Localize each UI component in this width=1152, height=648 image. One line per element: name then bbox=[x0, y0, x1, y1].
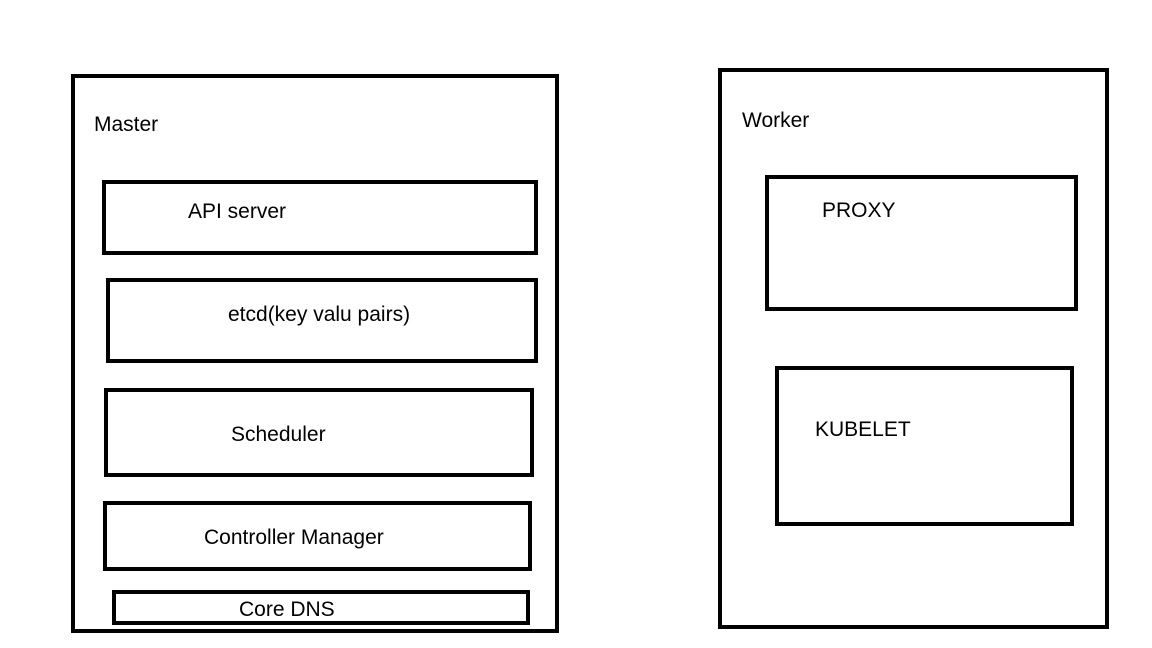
api-server-box bbox=[102, 180, 538, 255]
worker-node-title: Worker bbox=[742, 109, 810, 132]
proxy-box bbox=[765, 175, 1078, 311]
core-dns-box bbox=[112, 590, 530, 625]
kubelet-box bbox=[775, 366, 1074, 526]
master-node-box bbox=[71, 74, 559, 633]
worker-node-box bbox=[718, 68, 1109, 629]
proxy-label: PROXY bbox=[822, 199, 896, 222]
etcd-label: etcd(key valu pairs) bbox=[228, 303, 411, 326]
controller-manager-label: Controller Manager bbox=[204, 526, 384, 549]
kubelet-label: KUBELET bbox=[815, 418, 911, 441]
master-node-title: Master bbox=[94, 113, 159, 136]
core-dns-label: Core DNS bbox=[239, 598, 335, 621]
api-server-label: API server bbox=[188, 200, 287, 223]
scheduler-box bbox=[104, 388, 534, 477]
scheduler-label: Scheduler bbox=[231, 423, 326, 446]
etcd-box bbox=[106, 278, 538, 363]
controller-manager-box bbox=[103, 501, 532, 571]
